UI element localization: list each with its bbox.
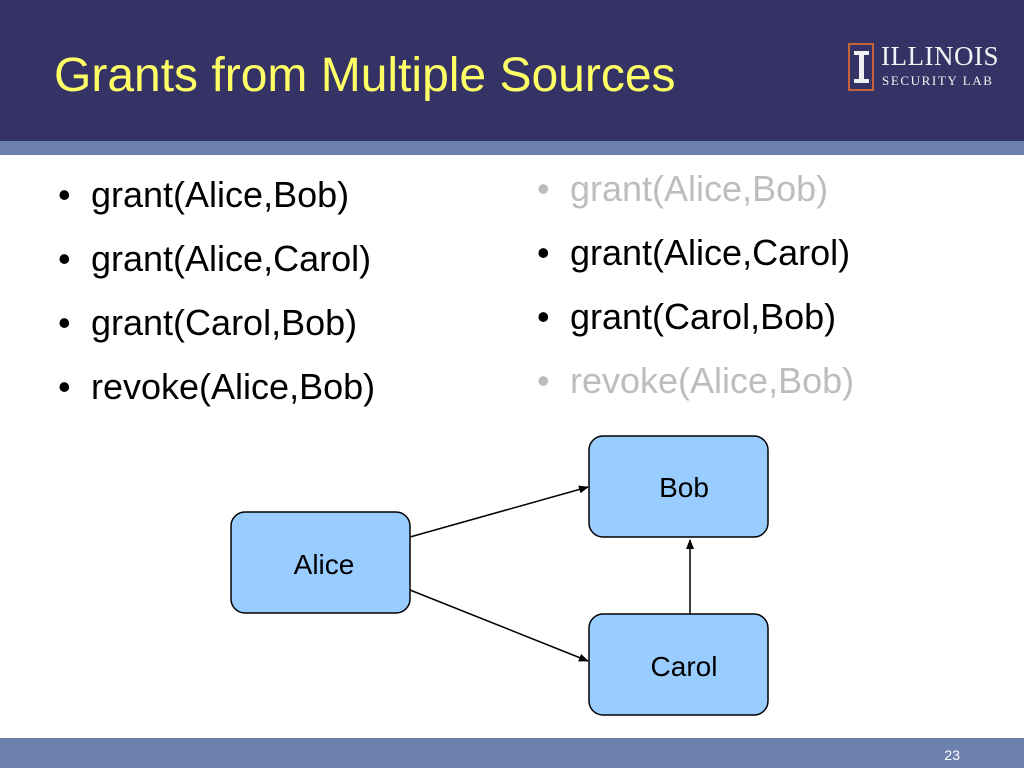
illinois-security-lab-logo: ILLINOIS SECURITY LAB [848, 41, 1018, 93]
node-bob-box [588, 435, 769, 538]
bullet-item: • grant(Alice,Carol) [58, 227, 375, 291]
bullet-text: grant(Carol,Bob) [91, 302, 358, 343]
bullet-text: revoke(Alice,Bob) [91, 366, 376, 407]
node-carol-label: Carol [651, 651, 718, 682]
bullet-text: grant(Carol,Bob) [570, 296, 837, 337]
bullet-marker: • [537, 360, 550, 401]
bullet-text: grant(Alice,Bob) [91, 174, 350, 215]
slide-title: Grants from Multiple Sources [54, 49, 676, 102]
bullet-marker: • [58, 174, 71, 215]
node-bob: Bob [588, 435, 769, 538]
logo-wordmark: ILLINOIS [881, 41, 999, 71]
page-number: 23 [944, 747, 960, 763]
bullet-marker: • [537, 168, 550, 209]
bullet-item: • grant(Alice,Bob) [58, 163, 375, 227]
node-alice-box [230, 511, 411, 614]
header-accent-rule [0, 141, 1024, 155]
bullet-item: • grant(Alice,Bob) [537, 157, 854, 221]
bullet-marker: • [58, 366, 71, 407]
bullet-marker: • [537, 232, 550, 273]
node-alice-label: Alice [294, 549, 355, 580]
node-carol: Carol [588, 613, 769, 716]
bullet-text: grant(Alice,Bob) [570, 168, 829, 209]
slide-header [0, 0, 1024, 141]
node-alice: Alice [230, 511, 411, 614]
node-bob-label: Bob [659, 472, 709, 503]
bullet-marker: • [58, 238, 71, 279]
bullet-text: revoke(Alice,Bob) [570, 360, 855, 401]
node-carol-box [588, 613, 769, 716]
bullet-marker: • [58, 302, 71, 343]
bullet-item: • grant(Alice,Carol) [537, 221, 854, 285]
bullet-item: • grant(Carol,Bob) [537, 285, 854, 349]
bullet-text: grant(Alice,Carol) [570, 232, 851, 273]
left-bullet-list: • grant(Alice,Bob) • grant(Alice,Carol) … [58, 163, 375, 419]
bullet-marker: • [537, 296, 550, 337]
bullet-text: grant(Alice,Carol) [91, 238, 372, 279]
logo-subtitle: SECURITY LAB [882, 73, 994, 88]
edge-alice-to-carol [409, 589, 589, 662]
bullet-item: • revoke(Alice,Bob) [58, 355, 375, 419]
illinois-block-i-icon [848, 43, 874, 91]
bullet-item: • revoke(Alice,Bob) [537, 349, 854, 413]
slide-footer: 23 [0, 738, 1024, 768]
edge-alice-to-bob [409, 485, 589, 538]
right-bullet-list: • grant(Alice,Bob) • grant(Alice,Carol) … [537, 157, 854, 413]
bullet-item: • grant(Carol,Bob) [58, 291, 375, 355]
